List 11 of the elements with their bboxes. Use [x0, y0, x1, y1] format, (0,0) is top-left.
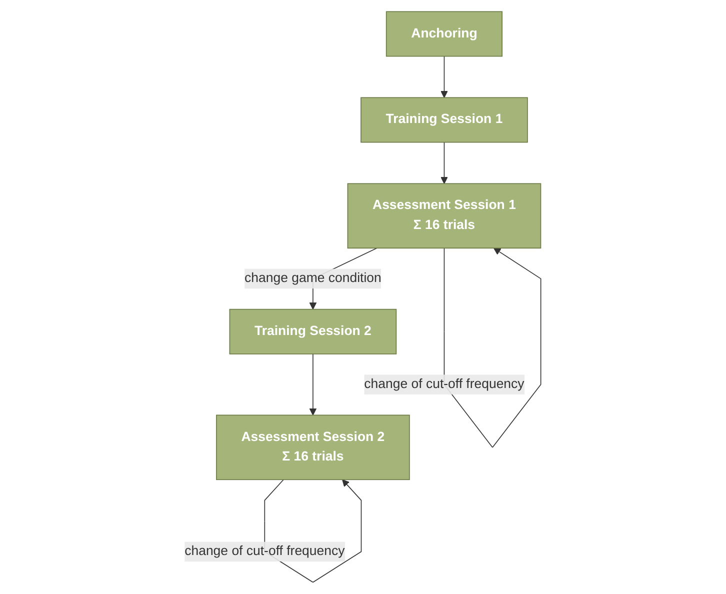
node-box: Training Session 2 [230, 308, 397, 354]
arrow [310, 354, 317, 416]
edge-label: change of cut-off frequency [184, 544, 345, 558]
node-box: Assessment Session 2 Σ 16 trials [216, 414, 410, 480]
node-box: Training Session 1 [360, 97, 528, 143]
edge-label: change game condition [244, 271, 382, 286]
node-box: Anchoring [386, 11, 503, 57]
edge-label: change of cut-off frequency [364, 377, 525, 392]
node-box: Assessment Session 1 Σ 16 trials [348, 183, 542, 249]
arrow [440, 56, 448, 98]
arrow [440, 142, 448, 184]
